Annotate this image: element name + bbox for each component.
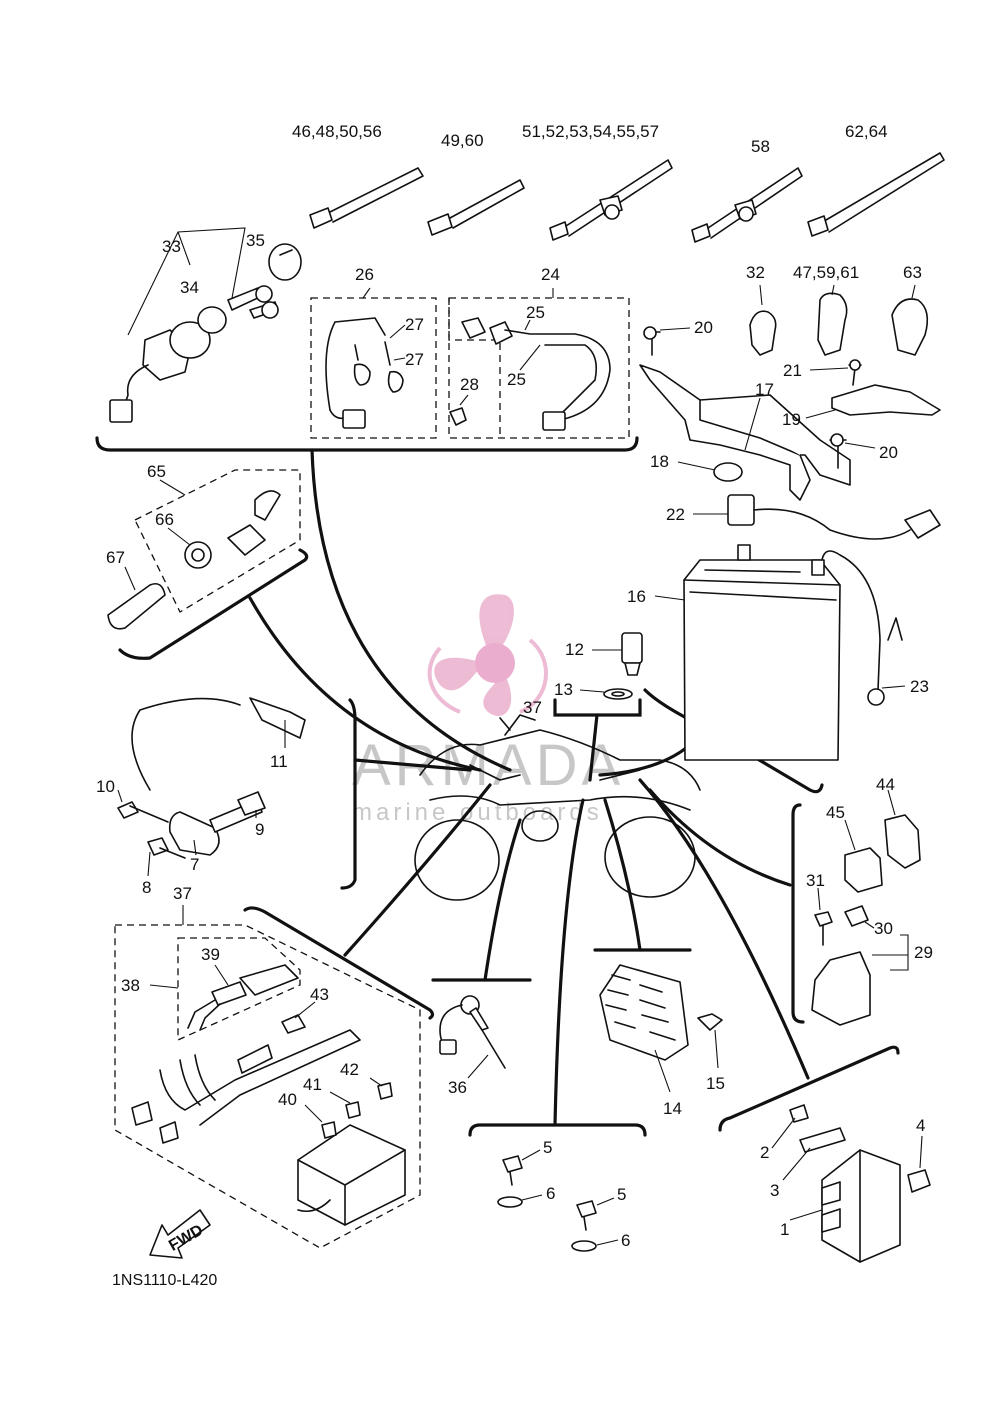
label-38: 38 — [121, 976, 140, 995]
label-15: 15 — [706, 1074, 725, 1093]
label-41: 41 — [303, 1075, 322, 1094]
label-24: 24 — [541, 265, 560, 284]
label-3: 3 — [770, 1181, 779, 1200]
label-25b: 25 — [507, 370, 526, 389]
lead-wire-boxes — [310, 287, 630, 439]
label-17: 17 — [755, 380, 774, 399]
label-10: 10 — [96, 777, 115, 796]
label-49: 49,60 — [441, 131, 484, 150]
cable-tie-51 — [549, 159, 673, 241]
label-37b: 37 — [173, 884, 192, 903]
label-32: 32 — [746, 263, 765, 282]
label-9: 9 — [255, 820, 264, 839]
label-62: 62,64 — [845, 122, 888, 141]
label-30: 30 — [874, 919, 893, 938]
atv-outline — [414, 714, 701, 901]
label-45: 45 — [826, 803, 845, 822]
label-42: 42 — [340, 1060, 359, 1079]
label-14: 14 — [663, 1099, 682, 1118]
cable-ties — [309, 152, 945, 243]
diagram-code: 1NS1110-L420 — [112, 1272, 217, 1289]
label-33: 33 — [162, 237, 181, 256]
battery-bracket — [639, 326, 941, 501]
label-27b: 27 — [405, 350, 424, 369]
bolts-washers — [497, 1149, 619, 1252]
relay-group — [811, 789, 921, 1026]
label-19: 19 — [782, 410, 801, 429]
cable-tie-62 — [807, 152, 945, 237]
label-35: 35 — [246, 231, 265, 250]
rectifier-regulator — [599, 964, 723, 1093]
label-6a: 6 — [546, 1184, 555, 1203]
ignition-coil — [117, 697, 306, 877]
main-switch-assembly — [109, 227, 302, 423]
label-39: 39 — [201, 945, 220, 964]
cable-tie-49 — [427, 179, 525, 236]
battery-assembly — [654, 494, 941, 761]
wire-harness-group — [114, 905, 421, 1249]
label-40: 40 — [278, 1090, 297, 1109]
label-4: 4 — [916, 1116, 925, 1135]
label-16: 16 — [627, 587, 646, 606]
label-20a: 20 — [694, 318, 713, 337]
label-44: 44 — [876, 775, 895, 794]
label-37a: 37 — [523, 698, 542, 717]
label-47: 47,59,61 — [793, 263, 859, 282]
label-22: 22 — [666, 505, 685, 524]
label-51: 51,52,53,54,55,57 — [522, 122, 659, 141]
sensor-36 — [439, 995, 506, 1079]
label-27a: 27 — [405, 315, 424, 334]
cable-tie-46 — [309, 167, 424, 229]
label-20b: 20 — [879, 443, 898, 462]
label-29: 29 — [914, 943, 933, 962]
label-11: 11 — [270, 752, 288, 771]
label-13: 13 — [554, 680, 573, 699]
label-12: 12 — [565, 640, 584, 659]
label-67: 67 — [106, 548, 125, 567]
label-1: 1 — [780, 1220, 789, 1239]
cdi-unit — [771, 1104, 931, 1263]
label-34: 34 — [180, 278, 199, 297]
label-5b: 5 — [617, 1185, 626, 1204]
label-2: 2 — [760, 1143, 769, 1162]
cable-tie-58 — [691, 167, 803, 243]
label-31: 31 — [806, 871, 825, 890]
label-8: 8 — [142, 878, 151, 897]
label-46: 46,48,50,56 — [292, 122, 382, 141]
label-43: 43 — [310, 985, 329, 1004]
label-7: 7 — [190, 855, 199, 874]
label-63: 63 — [903, 263, 922, 282]
thermo-switch — [579, 632, 643, 700]
label-21: 21 — [783, 361, 802, 380]
label-5a: 5 — [543, 1138, 552, 1157]
label-26: 26 — [355, 265, 374, 284]
label-23: 23 — [910, 677, 929, 696]
label-6b: 6 — [621, 1231, 630, 1250]
label-65: 65 — [147, 462, 166, 481]
label-18: 18 — [650, 452, 669, 471]
label-25a: 25 — [526, 303, 545, 322]
label-36: 36 — [448, 1078, 467, 1097]
fwd-arrow: FWD — [149, 1209, 211, 1259]
label-28: 28 — [460, 375, 479, 394]
part-labels: 46,48,50,56 49,60 51,52,53,54,55,57 58 6… — [96, 122, 933, 1289]
wire-clamps — [749, 284, 929, 356]
label-58: 58 — [751, 137, 770, 156]
propeller-logo — [427, 594, 548, 717]
watermark: ARMADA marine outboards — [352, 594, 620, 826]
label-66: 66 — [155, 510, 174, 529]
grip-switch-group — [107, 469, 301, 630]
